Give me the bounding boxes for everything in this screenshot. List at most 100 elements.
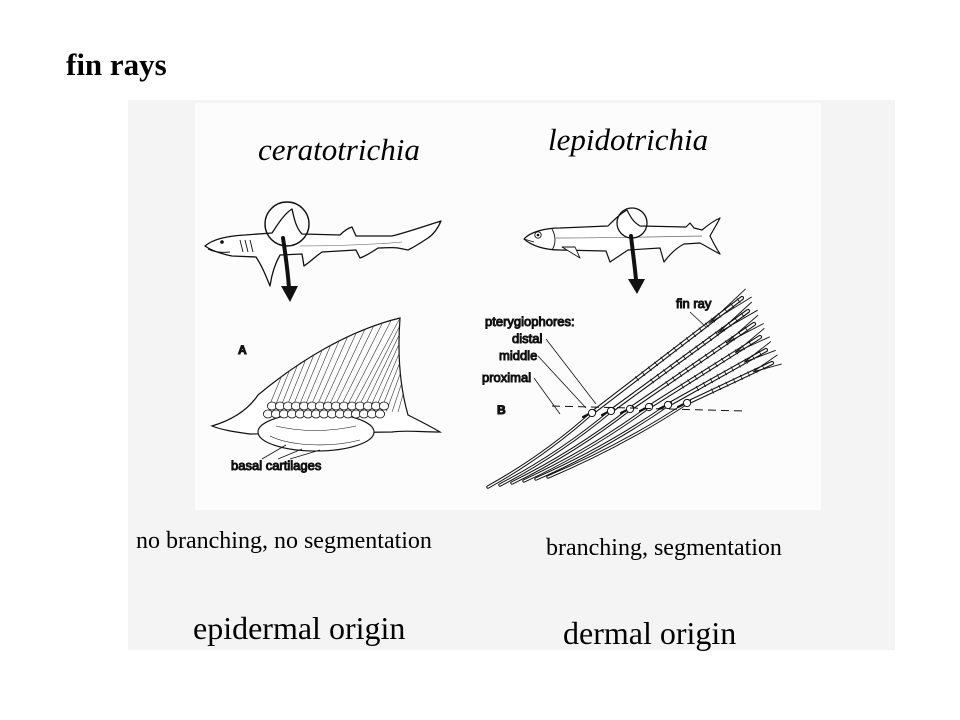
ray-segment-joint: [740, 374, 743, 380]
distal-label: distal: [512, 331, 542, 346]
ray-branch: [717, 309, 758, 334]
ray-segment-joint: [711, 317, 716, 323]
fin-ray-core: [648, 336, 761, 408]
ceratotrichium-fiber: [397, 393, 404, 413]
basal-cartilage-shading: [269, 425, 361, 446]
ceratotrichium-fiber: [269, 376, 282, 405]
dorsal-fin-highlight-circle: [264, 201, 310, 247]
lepidotrichia-rays: [486, 288, 782, 489]
ray-segment-joint: [758, 350, 762, 356]
ray-segment-joint: [695, 386, 699, 391]
ceratotrichium-fiber: [351, 317, 401, 410]
ceratotrichium-fiber: [281, 365, 298, 405]
ray-segment-joint: [654, 361, 658, 367]
ray-branch: [735, 336, 770, 353]
ray-segment-joint: [736, 298, 741, 303]
fin-ray-leader: [689, 311, 707, 328]
ray-segment-joint: [682, 355, 687, 360]
pterygiophore-joint: [606, 406, 616, 416]
ray-segment-joint: [701, 340, 706, 346]
ray-segment-joint: [723, 370, 727, 376]
ray-segment-joint: [732, 378, 736, 384]
ray-segment-joint: [724, 308, 728, 313]
ray-branch: [708, 296, 752, 324]
ray-segment-joint: [737, 362, 741, 368]
ray-segment-joint: [714, 362, 718, 368]
ceratotrichia-heading: ceratotrichia: [258, 132, 420, 167]
pterygiophore-shaft-core: [547, 402, 688, 478]
ray-segment-joint: [718, 344, 722, 350]
fin-a-drawing: A basal cartilages: [210, 317, 443, 474]
ray-segment-joint: [748, 340, 752, 346]
ray-segment-joint: [680, 383, 684, 389]
ceratotrichium-fiber: [275, 370, 290, 405]
ray-segment-joint: [678, 372, 683, 377]
basal-cartilage-body: [257, 412, 375, 452]
fin-ray-core: [610, 310, 749, 412]
lepidotrichia-heading: lepidotrichia: [548, 122, 709, 157]
trout-mouth: [523, 238, 535, 243]
ceratotrichium-fiber: [287, 360, 306, 406]
slide-title: fin rays: [66, 47, 167, 82]
cartilage-bead: [378, 401, 389, 411]
ray-segment-joint: [707, 366, 712, 372]
pterygiophore-shaft-core: [487, 412, 593, 488]
body-wall-dashed-line: [551, 405, 746, 412]
ray-branch: [717, 301, 752, 334]
ray-segment-joint: [692, 332, 696, 337]
pterygiophore-joint: [625, 404, 635, 414]
ray-segment-joint: [685, 337, 690, 342]
ceratotrichia-property: no branching, no segmentation: [136, 528, 432, 554]
trout-zoom-arrowhead: [628, 279, 645, 294]
ceratotrichium-fiber: [292, 354, 315, 406]
ray-segment-joint: [716, 374, 720, 380]
trout-gill: [551, 228, 556, 251]
ray-branch: [743, 341, 771, 363]
ray-segment-joint: [714, 331, 719, 337]
ceratotrichia-origin: epidermal origin: [193, 610, 406, 646]
basal-cartilage-beads: [262, 401, 389, 419]
ceratotrichium-fiber: [304, 345, 331, 407]
proximal-label: proximal: [482, 370, 531, 385]
fin-ray-core: [686, 362, 773, 404]
pterygiophores-label: pterygiophores:: [485, 314, 575, 329]
figure-letter-b: B: [497, 403, 506, 417]
ray-segment-joint: [721, 357, 725, 363]
ray-branch: [726, 314, 759, 344]
trout-pupil: [536, 233, 540, 237]
ray-segment-joint: [673, 346, 677, 352]
fin-ray-core: [591, 297, 743, 414]
lepidotrichia-origin: dermal origin: [563, 615, 737, 651]
ray-segment-joint: [698, 358, 702, 364]
ray-segment-joint: [685, 367, 689, 373]
ceratotrichia-fibers: [269, 317, 404, 413]
ceratotrichium-fiber: [298, 349, 323, 406]
ray-segment-joint: [744, 326, 749, 332]
ray-segment-joint: [650, 378, 654, 384]
ray-segment-joint: [709, 378, 713, 384]
ceratotrichium-fiber: [316, 336, 348, 408]
ceratotrichium-fiber: [362, 334, 400, 410]
pterygiophore-shaft-core: [511, 408, 631, 484]
ray-branch: [752, 354, 778, 373]
ray-segment-joint: [700, 370, 705, 376]
basal-cartilages-label: basal cartilages: [231, 458, 322, 473]
ray-segment-joint: [754, 367, 758, 374]
ray-segment-joint: [721, 326, 725, 332]
basal-cartilages-leaders: [261, 444, 321, 460]
ray-segment-joint: [740, 312, 745, 318]
shark-eye: [220, 240, 224, 244]
ceratotrichium-fiber: [322, 332, 357, 408]
ray-segment-joint: [731, 335, 735, 341]
ceratotrichium-fiber: [333, 325, 374, 409]
ray-segment-joint: [660, 356, 665, 362]
shark-zoom-arrowhead: [281, 286, 298, 302]
ray-segment-joint: [663, 369, 667, 374]
ray-segment-joint: [687, 379, 691, 385]
ray-segment-joint: [727, 353, 732, 359]
ray-segment-joint: [635, 376, 639, 381]
ray-segment-joint: [665, 381, 669, 386]
ceratotrichium-fiber: [391, 383, 402, 412]
ray-segment-joint: [705, 353, 709, 359]
